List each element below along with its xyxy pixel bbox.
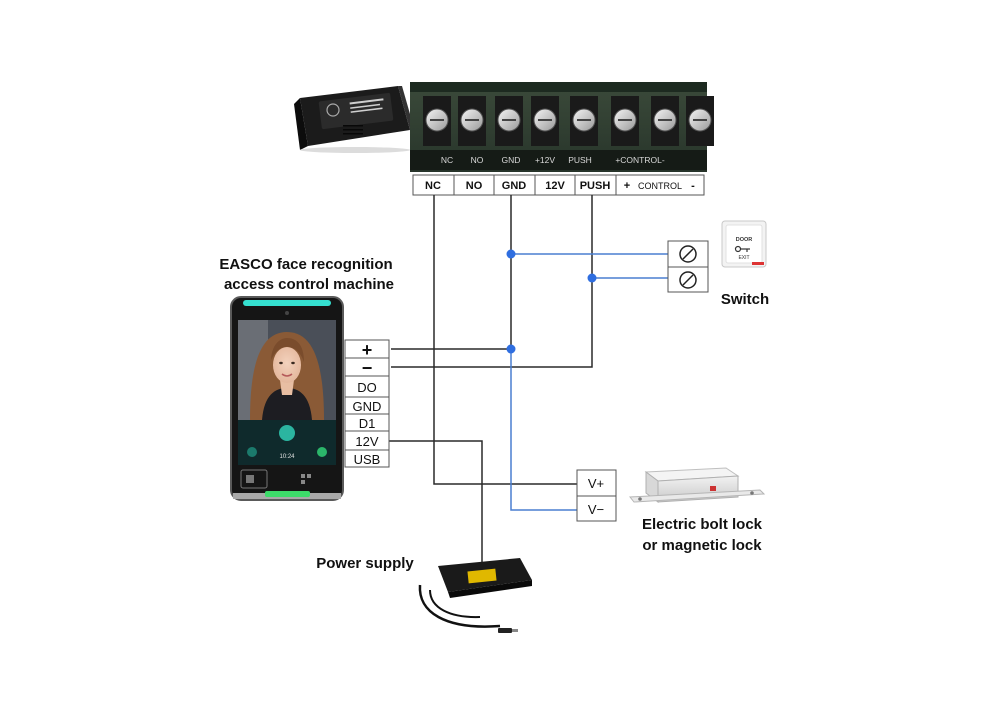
wire-gnd-to-device-plus	[391, 195, 512, 350]
device-terminal-gnd: GND	[353, 399, 382, 414]
terminal-control-minus: -	[691, 180, 695, 192]
switch-terminals	[667, 240, 709, 293]
terminal-12v: 12V	[545, 180, 565, 192]
wifi-icon	[247, 447, 257, 457]
device-terminal-minus: −	[362, 358, 373, 378]
wire-push-to-device-minus	[391, 195, 593, 368]
junction-dot	[506, 344, 516, 354]
user-photo	[250, 332, 324, 420]
terminal-screws	[423, 96, 714, 146]
wire-nc-to-lock-vplus	[433, 195, 577, 485]
exit-button-image: DOOR EXIT	[721, 220, 767, 268]
strip-label: +12V	[535, 155, 555, 165]
power-supply-image	[418, 558, 532, 633]
lock-label-line2: or magnetic lock	[642, 537, 762, 554]
device-terminal-d1: D1	[359, 416, 376, 431]
brand-badge	[752, 262, 764, 265]
key-icon	[734, 245, 750, 253]
terminal-label-strip: NC NO GND +12V PUSH +CONTROL-	[441, 155, 665, 165]
terminal-nc: NC	[425, 180, 441, 192]
device-title-line1: EASCO face recognition	[219, 256, 392, 273]
device-terminal-table: + − DO GND D1 12V USB	[344, 339, 390, 468]
device-clock: 10:24	[279, 454, 295, 460]
call-icon	[317, 447, 327, 457]
switch-label: Switch	[721, 291, 769, 308]
junction-dot	[587, 273, 597, 283]
lock-terminal-vminus: V−	[588, 502, 604, 517]
strip-label: +CONTROL-	[615, 155, 665, 165]
wires	[389, 195, 668, 566]
terminal-control-plus: +	[624, 180, 630, 192]
terminal-block: NC NO GND +12V PUSH +CONTROL-	[410, 82, 714, 172]
terminal-control: CONTROL	[638, 181, 682, 191]
lock-label-line1: Electric bolt lock	[642, 516, 763, 533]
power-supply-label: Power supply	[316, 555, 414, 572]
device-terminal-usb: USB	[354, 452, 381, 467]
device-terminal-plus: +	[362, 340, 373, 360]
brand-logo-icon	[326, 103, 340, 117]
strip-label: NO	[471, 155, 484, 165]
lock-terminals: V+ V−	[576, 469, 617, 522]
exit-button-text: DOOR	[736, 237, 753, 243]
device-title-line2: access control machine	[224, 276, 394, 293]
device-terminal-12v: 12V	[355, 434, 378, 449]
strip-label: NC	[441, 155, 453, 165]
terminal-push: PUSH	[580, 180, 611, 192]
junction-dot	[506, 249, 516, 259]
power-supply-sticker	[467, 568, 497, 584]
screw-terminal-icon	[679, 245, 697, 263]
terminal-no: NO	[466, 180, 483, 192]
screw-terminal-icon	[679, 271, 697, 289]
wire-gnd-to-lock-vminus	[510, 349, 577, 511]
terminal-gnd: GND	[502, 180, 527, 192]
lock-terminal-vplus: V+	[588, 476, 604, 491]
junction-dots	[506, 249, 597, 354]
face-recognition-device: 10:24	[230, 296, 344, 501]
wire-12v-to-power-supply	[389, 440, 483, 566]
card-reader-icon	[240, 469, 268, 489]
controller-box	[294, 86, 414, 153]
strip-label: PUSH	[568, 155, 592, 165]
lock-indicator	[710, 486, 716, 491]
camera-icon	[285, 311, 289, 315]
electric-bolt-lock-image	[629, 467, 766, 503]
qr-code-icon	[301, 474, 311, 484]
unlock-button-icon	[279, 425, 295, 441]
device-terminal-do: DO	[357, 380, 377, 395]
strip-label: GND	[502, 155, 521, 165]
top-led-bar	[243, 300, 331, 306]
controller-terminal-table: NC NO GND 12V PUSH + CONTROL -	[412, 174, 705, 196]
exit-button-text: EXIT	[738, 255, 749, 261]
